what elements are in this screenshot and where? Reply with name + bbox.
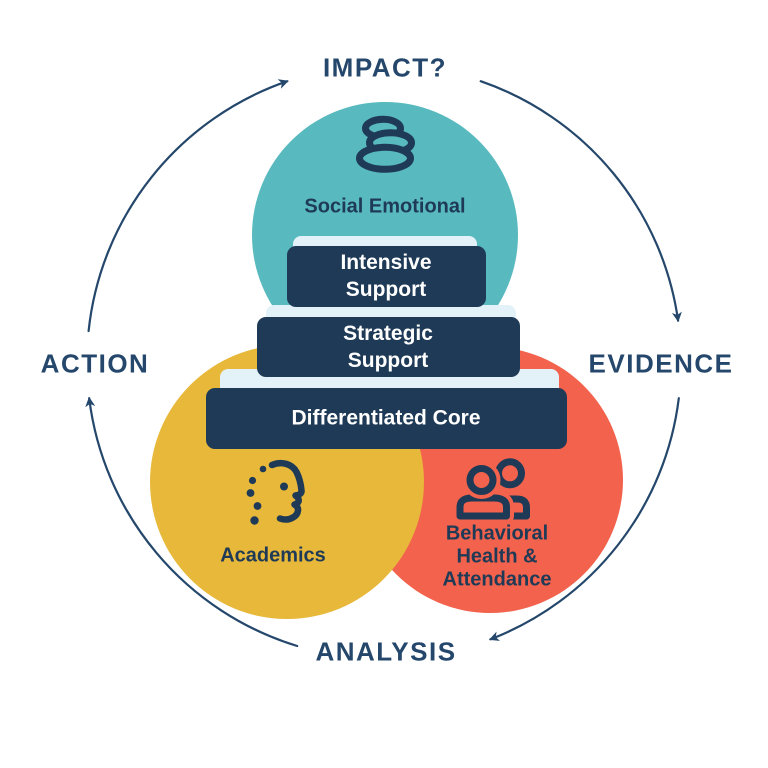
tier-label-differentiated: Differentiated Core [291, 406, 481, 430]
behavioral-health-label: Behavioral Health & Attendance [442, 522, 552, 591]
cycle-arrow-analysis-to-action [85, 396, 299, 648]
cycle-label-analysis: ANALYSIS [315, 636, 457, 667]
stacked-stones-icon [356, 115, 415, 173]
cycle-label-impact: IMPACT? [322, 52, 448, 83]
cycle-arrows [85, 79, 682, 648]
cycle-label-evidence: EVIDENCE [588, 348, 734, 379]
tier-box-strategic [257, 317, 520, 377]
head-profile-dots-icon [246, 459, 305, 525]
two-people-icon [452, 454, 530, 524]
tier-box-intensive [287, 246, 486, 307]
tier-label-strategic: Strategic Support [343, 322, 433, 372]
academics-label: Academics [220, 544, 326, 567]
tier-box-differentiated [206, 388, 567, 449]
cycle-arrow-action-to-impact [87, 79, 289, 333]
cycle-arrow-evidence-to-analysis [488, 397, 680, 641]
cycle-arrow-impact-to-evidence [479, 80, 682, 323]
social-emotional-label: Social Emotional [304, 195, 466, 218]
tier-label-intensive: Intensive Support [340, 251, 432, 301]
cycle-label-action: ACTION [40, 348, 150, 379]
